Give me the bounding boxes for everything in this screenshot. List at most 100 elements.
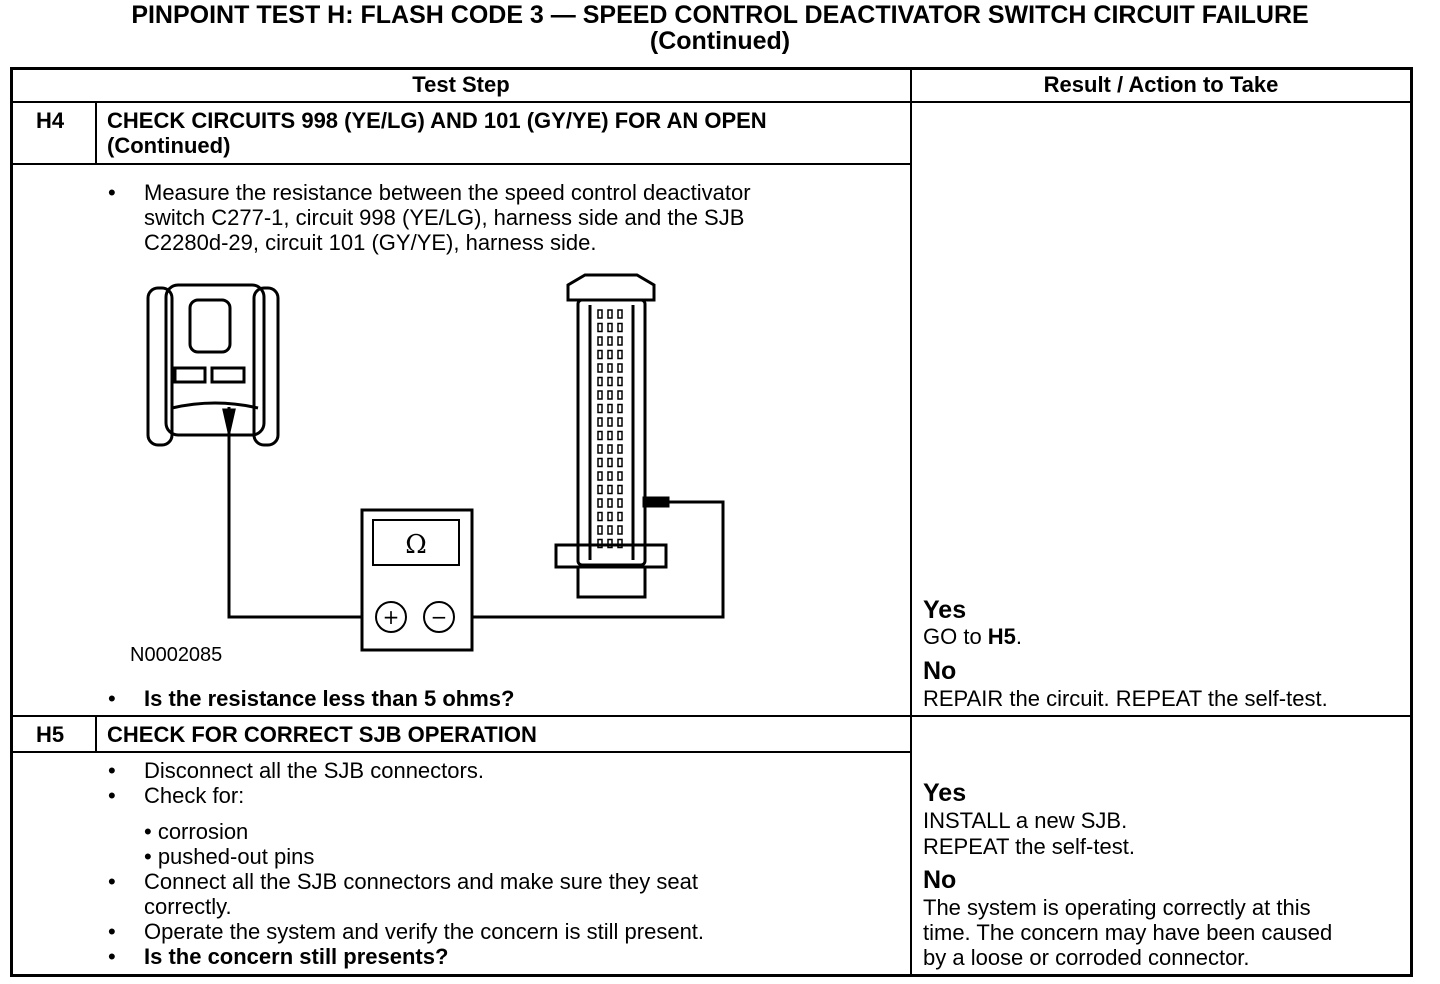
sjb-pin — [597, 471, 603, 481]
h5-sub2: • pushed-out pins — [144, 844, 315, 869]
sjb-pin — [597, 403, 603, 414]
h5-no-label: No — [923, 866, 957, 894]
sjb-pin — [617, 511, 623, 522]
sjb-pin — [597, 484, 603, 495]
sjb-pin — [607, 349, 613, 360]
sjb-pin — [597, 349, 603, 360]
sjb-pin — [597, 444, 603, 454]
title-line1: PINPOINT TEST H: FLASH CODE 3 — SPEED CO… — [131, 1, 1309, 29]
h4-step-line2: switch C277-1, circuit 998 (YE/LG), harn… — [144, 205, 745, 230]
column-header-result: Result / Action to Take — [1043, 72, 1279, 97]
title-line2: (Continued) — [649, 27, 791, 55]
h5-sub1: • corrosion — [144, 819, 249, 844]
sjb-pin — [597, 336, 603, 346]
h5-no-action-line1: The system is operating correctly at thi… — [923, 895, 1311, 920]
sjb-pin — [597, 376, 603, 387]
h4-heading-line2: (Continued) — [107, 133, 231, 158]
bullet: • — [108, 180, 116, 205]
sjb-pin — [607, 430, 613, 441]
h5-yes-action-line1: INSTALL a new SJB. — [923, 808, 1128, 833]
h5-yes-action-line2: REPEAT the self-test. — [923, 834, 1135, 859]
sjb-pin — [617, 430, 623, 441]
sjb-pin — [617, 349, 623, 360]
yes-action-target: H5 — [987, 624, 1016, 649]
sjb-pin — [617, 538, 623, 549]
sjb-pin — [617, 390, 623, 400]
h5-heading-divider — [10, 751, 910, 753]
ohm-symbol: Ω — [405, 530, 427, 560]
sjb-pin — [607, 538, 613, 549]
table-border-bottom — [10, 974, 1413, 977]
bullet: • — [108, 944, 116, 969]
sjb-pin — [607, 444, 613, 454]
sjb-pin — [617, 363, 623, 373]
sjb-pin — [617, 403, 623, 414]
sjb-pin — [617, 417, 623, 427]
sjb-pin — [607, 403, 613, 414]
sjb-pin — [597, 525, 603, 535]
h4-heading-line1: CHECK CIRCUITS 998 (YE/LG) AND 101 (GY/Y… — [107, 108, 767, 133]
sjb-pin — [597, 309, 603, 319]
h4-id-divider — [95, 101, 97, 163]
column-header-test-step: Test Step — [412, 72, 510, 97]
sjb-pin — [607, 498, 613, 508]
h4-step-line3: C2280d-29, circuit 101 (GY/YE), harness … — [144, 230, 597, 255]
bullet: • — [108, 869, 116, 894]
sjb-pin — [617, 498, 623, 508]
sjb-pin — [597, 363, 603, 373]
h5-step2: Check for: — [144, 783, 245, 808]
sjb-pin — [597, 390, 603, 400]
header-row-divider — [10, 101, 1413, 103]
sjb-pin — [597, 498, 603, 508]
sjb-pin — [607, 417, 613, 427]
h5-no-action-line3: by a loose or corroded connector. — [923, 945, 1250, 970]
h4-h5-divider — [10, 715, 1413, 717]
h5-yes-label: Yes — [923, 779, 967, 807]
h4-yes-label: Yes — [923, 596, 967, 624]
sjb-connector — [554, 273, 668, 599]
bullet: • — [108, 758, 116, 783]
sjb-pin — [617, 444, 623, 454]
sjb-pin — [617, 376, 623, 387]
sjb-pin — [607, 363, 613, 373]
resistance-measurement-diagram: Ω + − — [146, 273, 725, 652]
sjb-pin — [617, 322, 623, 333]
sjb-pin — [607, 322, 613, 333]
h4-heading-divider — [10, 163, 910, 165]
h5-no-action-line2: time. The concern may have been caused — [923, 920, 1333, 945]
sjb-pin — [597, 457, 603, 468]
sjb-pin-grid — [597, 309, 623, 549]
h5-question: Is the concern still presents? — [144, 944, 449, 969]
sjb-pin — [607, 525, 613, 535]
meter-plus-terminal: + — [383, 605, 400, 629]
sjb-pin — [597, 322, 603, 333]
test-leads — [222, 407, 725, 619]
h5-heading: CHECK FOR CORRECT SJB OPERATION — [107, 722, 537, 747]
sjb-pin — [597, 538, 603, 549]
h5-step4: Operate the system and verify the concer… — [144, 919, 705, 944]
sjb-pin — [617, 309, 623, 319]
sjb-pin — [607, 376, 613, 387]
sjb-pin — [607, 336, 613, 346]
h4-step-line1: Measure the resistance between the speed… — [144, 180, 751, 205]
sjb-pin — [617, 471, 623, 481]
table-border-left — [10, 67, 13, 977]
sjb-pin — [607, 471, 613, 481]
sjb-pin — [617, 336, 623, 346]
h4-no-action: REPAIR the circuit. REPEAT the self-test… — [923, 686, 1328, 711]
sjb-pin — [597, 430, 603, 441]
figure-id: N0002085 — [130, 644, 223, 666]
page-title: PINPOINT TEST H: FLASH CODE 3 — SPEED CO… — [0, 2, 1440, 54]
h5-step3-line2: correctly. — [144, 894, 232, 919]
deactivator-switch-connector — [146, 283, 280, 447]
meter-minus-terminal: − — [431, 605, 448, 629]
sjb-pin — [617, 525, 623, 535]
h4-step-id: H4 — [36, 108, 65, 133]
sjb-pin — [617, 457, 623, 468]
h4-no-label: No — [923, 657, 957, 685]
h4-yes-action: GO to H5. — [923, 624, 1022, 649]
h5-step3-line1: Connect all the SJB connectors and make … — [144, 869, 698, 894]
sjb-pin — [597, 417, 603, 427]
table-border-top — [10, 67, 1413, 70]
yes-action-suffix: . — [1015, 624, 1023, 649]
